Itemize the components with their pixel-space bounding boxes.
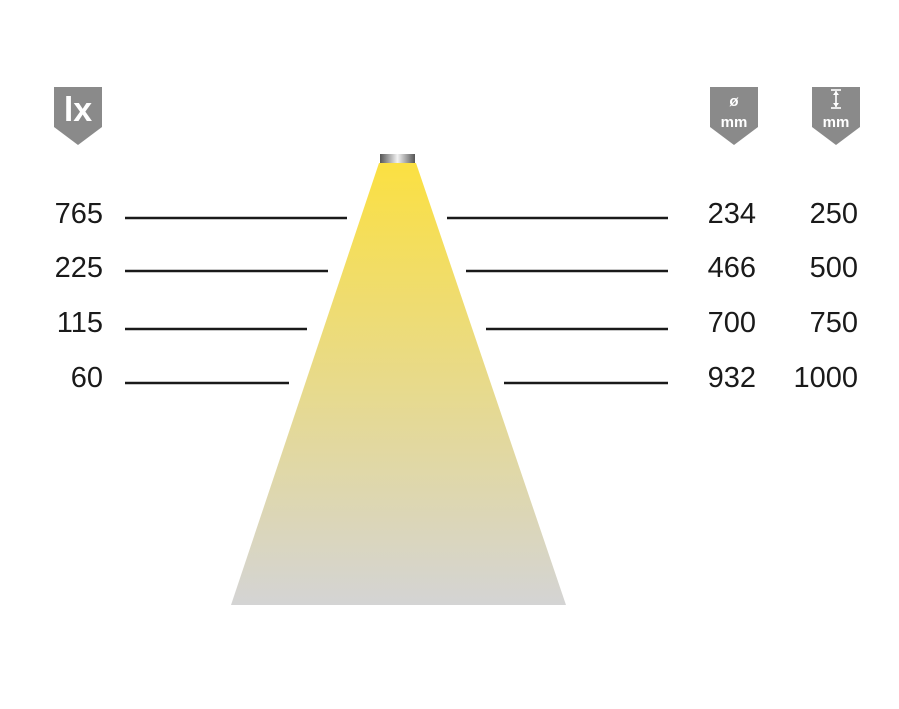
distance-badge: mm [812, 87, 860, 145]
diameter-badge: ø mm [710, 87, 758, 145]
lux-badge: lx [54, 87, 102, 145]
diameter-value: 234 [708, 198, 756, 230]
distance-value: 1000 [793, 362, 858, 394]
distance-value: 500 [810, 252, 858, 284]
measurement-row: 765 234 250 [55, 198, 858, 230]
lamp-fixture-icon [380, 154, 415, 163]
measurement-row: 115 700 750 [57, 307, 858, 339]
diameter-symbol: ø [729, 93, 739, 110]
lux-value: 115 [57, 307, 103, 339]
lux-badge-label: lx [64, 91, 92, 129]
light-beam-cone [231, 163, 566, 605]
diameter-value: 466 [708, 252, 756, 284]
measurement-row: 60 932 1000 [71, 362, 858, 394]
vertical-dimension-icon [831, 89, 841, 109]
distance-value: 250 [810, 198, 858, 230]
distance-value: 750 [810, 307, 858, 339]
diameter-unit: mm [721, 114, 748, 131]
lux-value: 225 [55, 252, 103, 284]
measurement-row: 225 466 500 [55, 252, 858, 284]
distance-unit: mm [823, 114, 850, 131]
lux-value: 765 [55, 198, 103, 230]
diameter-value: 700 [708, 307, 756, 339]
lux-value: 60 [71, 362, 103, 394]
diameter-value: 932 [708, 362, 756, 394]
